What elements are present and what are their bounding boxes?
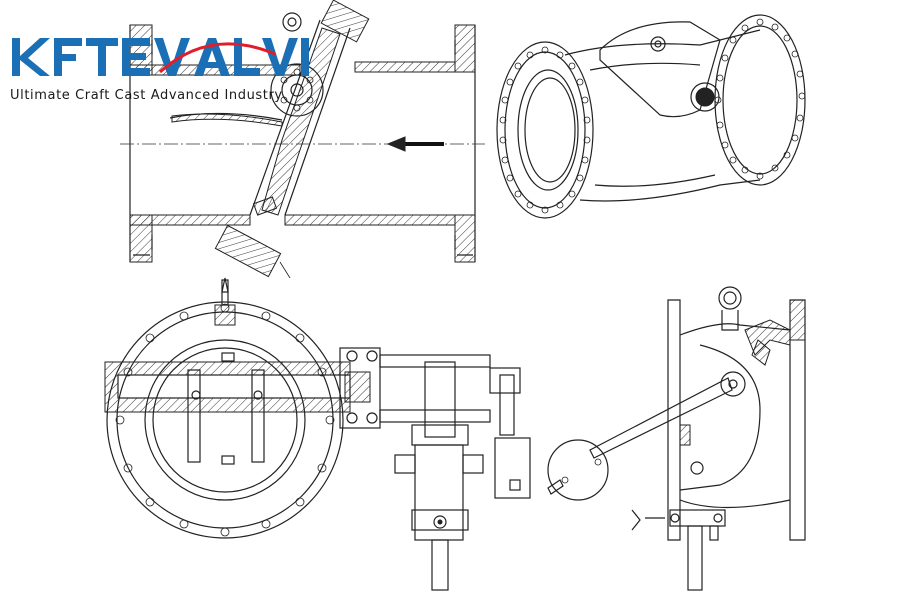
brand-logo-letters bbox=[12, 38, 309, 76]
brand-swoosh bbox=[158, 42, 276, 74]
section-view bbox=[120, 0, 485, 279]
brand-logo-mark bbox=[12, 38, 309, 76]
front-view-with-cylinder bbox=[104, 277, 531, 591]
brand-tagline: Ultimate Craft Cast Advanced Industry bbox=[10, 88, 283, 103]
brand-logo: Ultimate Craft Cast Advanced Industry bbox=[10, 32, 330, 112]
side-view-with-counterweight bbox=[547, 286, 806, 591]
isometric-view bbox=[496, 14, 806, 219]
